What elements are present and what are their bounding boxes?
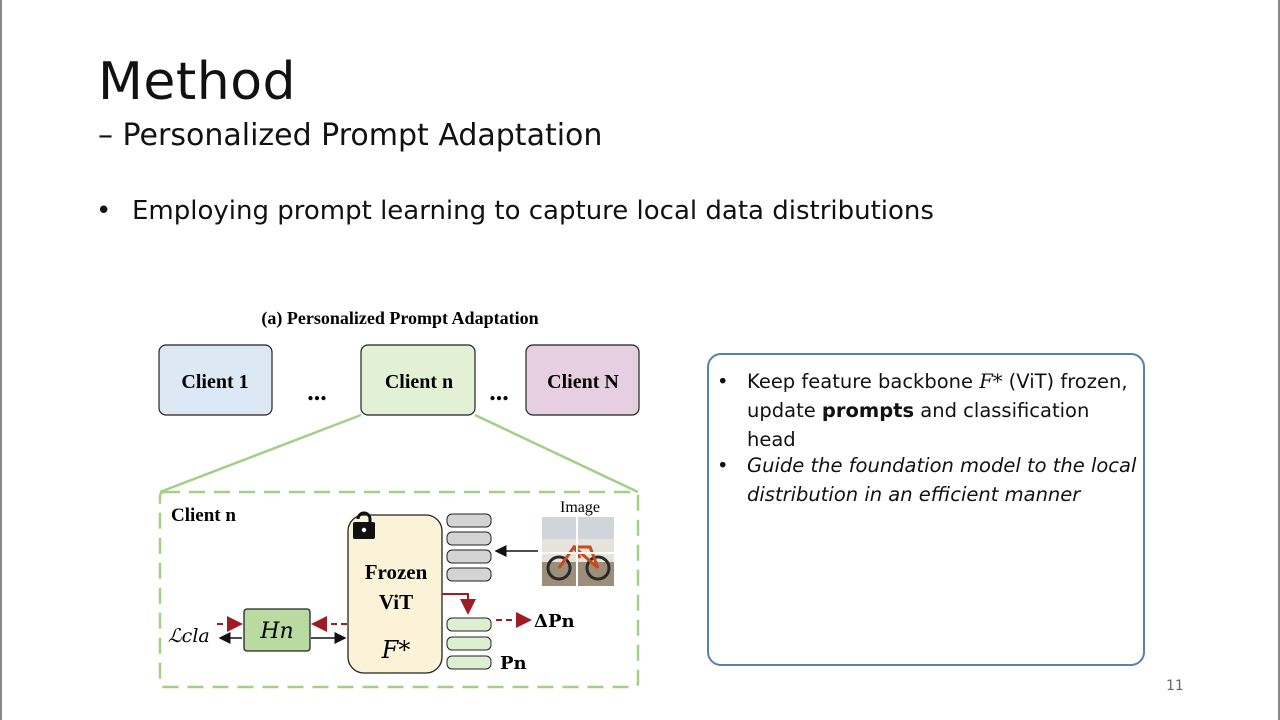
bicycle-image	[542, 517, 614, 586]
main-bullet: • Employing prompt learning to capture lo…	[96, 196, 934, 226]
note-1-math: F*	[979, 370, 1003, 393]
note-item-2: • Guide the foundation model to the loca…	[717, 451, 1137, 509]
image-token	[446, 567, 492, 582]
bullet-dot: •	[717, 454, 729, 477]
head-symbol: Hn	[259, 619, 293, 644]
method-figure: (a) Personalized Prompt Adaptation Clien…	[158, 308, 640, 689]
zoom-line-right	[474, 413, 639, 494]
prompt-token	[446, 617, 492, 632]
figure-caption: (a) Personalized Prompt Adaptation	[261, 308, 538, 329]
note-1-bold: prompts	[821, 399, 915, 422]
panel-title: Client n	[171, 505, 236, 526]
image-token	[446, 531, 492, 546]
ellipsis-2: ...	[489, 377, 509, 406]
note-item-1: • Keep feature backbone F* (ViT) frozen,…	[717, 367, 1137, 454]
bullet-dot: •	[96, 196, 112, 226]
slide-border-left	[0, 0, 2, 720]
head-box	[243, 608, 311, 652]
main-bullet-text: Employing prompt learning to capture loc…	[132, 196, 934, 226]
prompt-token	[446, 655, 492, 670]
note-item-1-text: Keep feature backbone F* (ViT) frozen, u…	[747, 367, 1137, 454]
note-item-2-text: Guide the foundation model to the local …	[747, 454, 1137, 506]
note-1-mid: (ViT) frozen, update	[747, 370, 1128, 422]
backbone-symbol: F*	[381, 636, 411, 664]
slide-title: Method	[98, 52, 297, 112]
note-1-pre: Keep feature backbone	[747, 370, 980, 393]
client-N-label: Client N	[547, 371, 619, 393]
prompt-token	[446, 636, 492, 651]
image-label: Image	[560, 499, 600, 516]
notes-box: • Keep feature backbone F* (ViT) frozen,…	[707, 353, 1145, 666]
client-N-box	[525, 344, 640, 416]
ellipsis-1: ...	[307, 377, 327, 406]
note-1-post: and classification head	[747, 399, 1090, 451]
page-number: 11	[1166, 678, 1184, 694]
client-n-label: Client n	[385, 371, 453, 393]
zoom-line-left	[159, 413, 362, 494]
delta-prompt-symbol: ΔPn	[534, 611, 575, 632]
client-1-label: Client 1	[181, 371, 248, 393]
vit-label: ViT	[379, 590, 413, 614]
client-n-box	[360, 344, 476, 416]
slide-subtitle: – Personalized Prompt Adaptation	[98, 118, 603, 153]
vit-to-prompt-arrow	[442, 593, 476, 615]
bullet-dot: •	[717, 370, 729, 393]
client-n-panel	[158, 490, 640, 689]
image-token	[446, 513, 492, 528]
frozen-label: Frozen	[365, 560, 428, 584]
prompt-symbol: Pn	[500, 653, 527, 674]
lock-icon	[353, 511, 375, 539]
loss-symbol: ℒcla	[168, 625, 210, 647]
image-token	[446, 549, 492, 564]
slide-border-right	[1278, 0, 1280, 720]
client-1-box	[158, 344, 273, 416]
